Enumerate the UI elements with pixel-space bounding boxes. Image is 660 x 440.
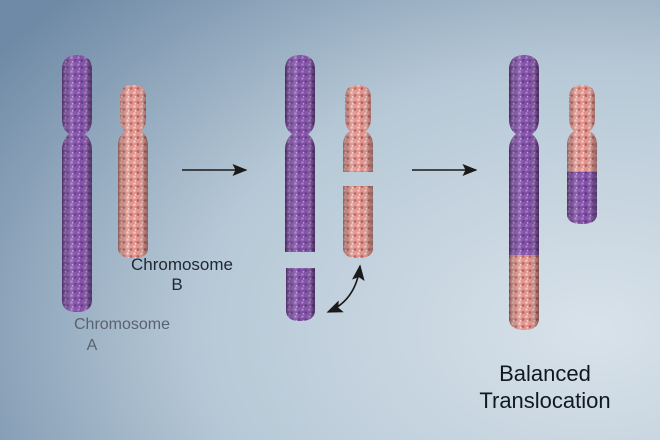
- result-label-line2: Translocation: [479, 388, 611, 413]
- chromosome-a-label: Chromosome: [73, 316, 171, 333]
- chromosome-a-letter: A: [86, 337, 98, 354]
- chromosome-b-broken: [343, 85, 373, 172]
- derivative-chromosome-b: [567, 85, 597, 224]
- chromosome-a-original: [62, 55, 92, 312]
- result-label-line1: Balanced: [499, 361, 591, 386]
- derivative-chromosome-a: [509, 55, 539, 330]
- chromosome-a-broken: [285, 55, 315, 252]
- chromosome-b-fragment: [343, 186, 373, 258]
- chromosome-b-original: [118, 85, 148, 258]
- chromosome-b-letter: B: [171, 275, 183, 294]
- curved-double-arrow-icon: [326, 264, 365, 313]
- chromosome-b-label: Chromosome: [130, 255, 234, 274]
- chromosome-a-fragment: [286, 268, 315, 321]
